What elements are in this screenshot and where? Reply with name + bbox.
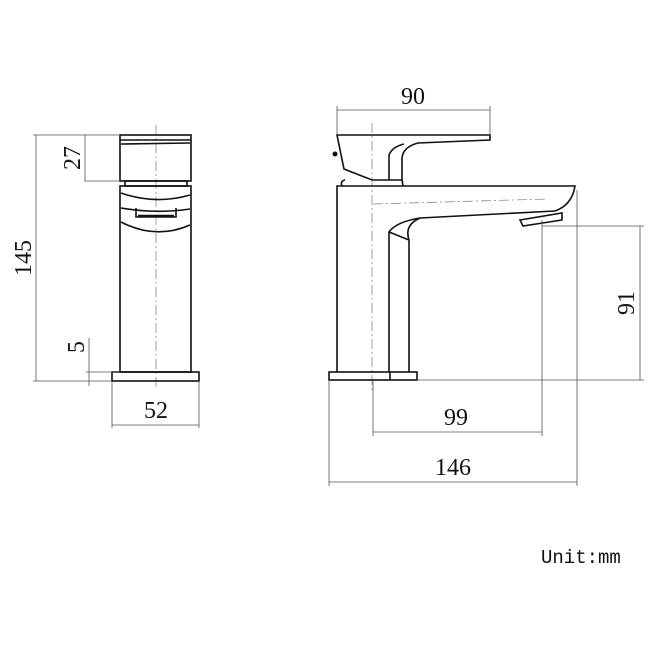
side-handle	[336, 134, 491, 181]
dim-99-label: 99	[444, 405, 468, 431]
front-handle-line	[120, 142, 191, 145]
unit-note: Unit:mm	[541, 547, 621, 569]
front-body	[119, 185, 192, 373]
side-column	[388, 217, 421, 372]
dim-146-label: 146	[435, 455, 471, 481]
front-view: 145 27 5 52	[11, 125, 200, 428]
dim-90-label: 90	[401, 84, 425, 110]
handle-neck	[388, 143, 405, 180]
dim-145-label: 145	[11, 240, 37, 276]
dim-5-label: 5	[64, 341, 90, 353]
side-aerator	[518, 212, 563, 227]
side-view: 90 91 99 146	[328, 84, 644, 486]
dim-27-label: 27	[60, 146, 86, 170]
front-spout-curves	[120, 192, 191, 233]
front-base	[111, 371, 200, 382]
side-base	[328, 371, 418, 381]
spout-centerline	[372, 198, 549, 205]
temperature-indicator-icon	[332, 151, 338, 157]
front-handle	[119, 134, 192, 182]
side-body-spout	[336, 185, 576, 372]
dim-91-label: 91	[614, 291, 640, 315]
dim-52-label: 52	[144, 398, 168, 424]
